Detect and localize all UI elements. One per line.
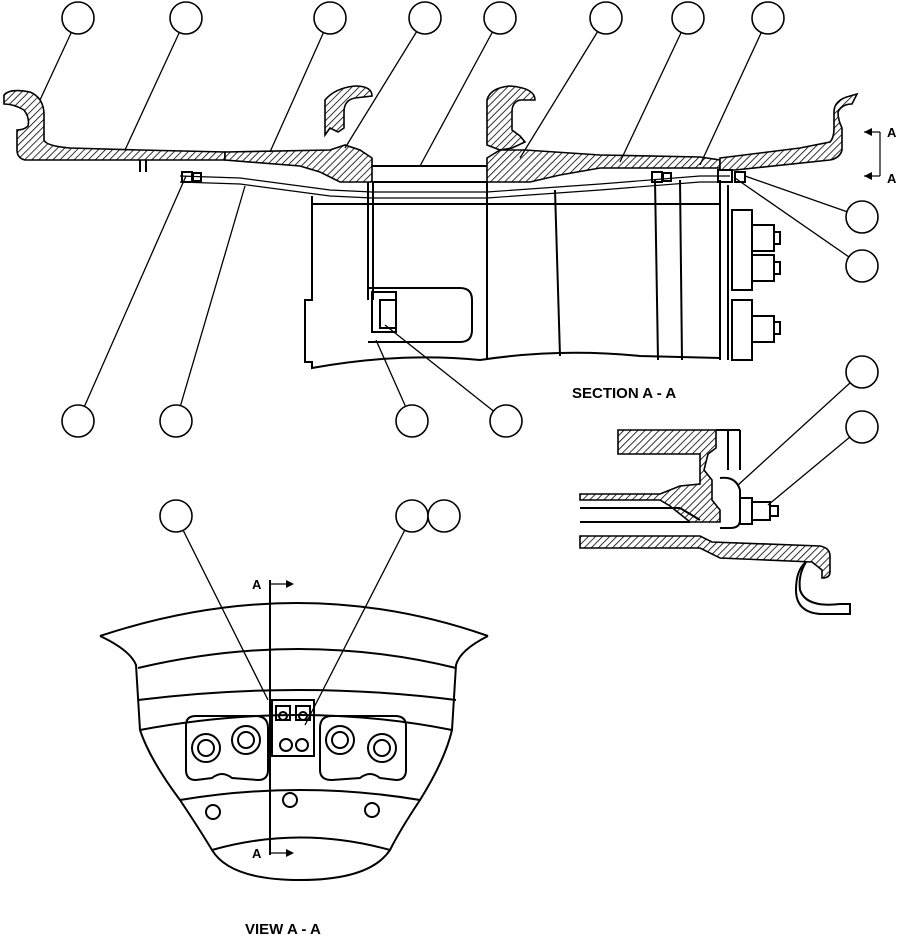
callout-balloon xyxy=(395,499,429,533)
callout-balloon xyxy=(845,249,879,283)
inner-left-flange xyxy=(324,85,373,138)
callout-balloon xyxy=(845,355,879,389)
left-bead-seat xyxy=(224,144,373,183)
callout-balloon xyxy=(751,1,785,35)
callout-balloon xyxy=(395,404,429,438)
callout-balloon xyxy=(483,1,517,35)
callout-balloon xyxy=(159,404,193,438)
view-marker-top: A xyxy=(252,577,262,592)
inner-right-flange xyxy=(486,85,536,151)
callout-balloon xyxy=(313,1,347,35)
callout-balloon xyxy=(408,1,442,35)
callout-balloon xyxy=(845,410,879,444)
callout-balloon xyxy=(671,1,705,35)
right-rim-flange xyxy=(719,92,859,171)
callout-balloon xyxy=(61,404,95,438)
callout-balloon xyxy=(159,499,193,533)
view-title: VIEW A - A xyxy=(245,921,321,936)
wheel-section-view xyxy=(3,85,859,370)
section-marker-bottom: A xyxy=(887,171,897,186)
callout-balloons xyxy=(61,1,879,533)
section-arrows: A A xyxy=(864,125,897,186)
callout-balloon xyxy=(61,1,95,35)
left-rim-flange xyxy=(3,89,226,161)
callout-balloon xyxy=(489,404,523,438)
callout-balloon xyxy=(845,200,879,234)
callout-balloon xyxy=(589,1,623,35)
callout-balloon xyxy=(427,499,461,533)
leader-lines xyxy=(39,17,863,726)
section-marker-top: A xyxy=(887,125,897,140)
view-marker-bottom: A xyxy=(252,846,262,861)
view-detail: A A xyxy=(99,577,489,882)
section-detail xyxy=(579,429,851,615)
section-title: SECTION A - A xyxy=(572,385,676,402)
callout-balloon xyxy=(169,1,203,35)
brake-housing xyxy=(304,195,721,370)
